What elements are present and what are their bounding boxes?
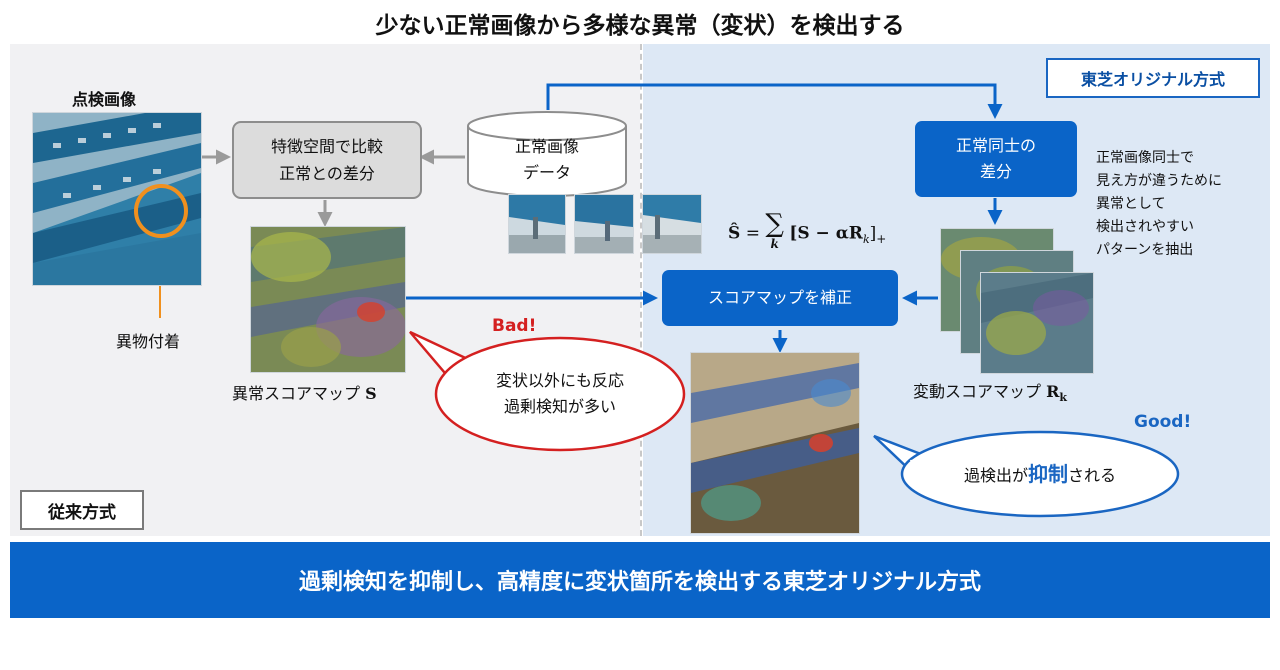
- normal-thumbnail: [508, 194, 566, 254]
- page-title: 少ない正常画像から多様な異常（変状）を検出する: [375, 13, 905, 39]
- database-label-line1: 正常画像: [514, 137, 579, 156]
- formula-sum: ∑: [765, 209, 784, 239]
- anomaly-map-caption: 異常スコアマップ S: [232, 380, 377, 404]
- formula-sum-index: k: [770, 237, 779, 251]
- panel-divider: [640, 44, 642, 536]
- normal-thumbnail: [574, 194, 634, 254]
- formula-lhs: Ŝ: [728, 223, 741, 244]
- bad-bubble-line2: 過剰検知が多い: [503, 397, 616, 416]
- pattern-note-line1: 正常画像同士で: [1096, 150, 1194, 166]
- pattern-note-line4: 検出されやすい: [1096, 219, 1194, 235]
- good-label: Good!: [1134, 412, 1192, 432]
- conventional-method-tag: 従来方式: [20, 490, 144, 530]
- blue-arrow-db-to-diff: [546, 83, 1003, 119]
- variation-map-subscript: k: [1059, 391, 1068, 405]
- anomaly-map-symbol: S: [365, 384, 377, 403]
- variation-map-symbol: R: [1046, 382, 1060, 401]
- good-bubble-pre: 過検出が: [963, 466, 1028, 485]
- good-bubble-post: される: [1068, 466, 1117, 485]
- anomaly-map-label: 異常スコアマップ: [232, 384, 361, 403]
- inspection-image: [32, 112, 202, 286]
- good-speech-bubble: [873, 430, 1180, 518]
- correction-formula: Ŝ = ∑ k [S − αRk]+: [728, 209, 887, 254]
- summary-banner: 過剰検知を抑制し、高精度に変状箇所を検出する東芝オリジナル方式: [10, 542, 1270, 618]
- corrected-score-map: [690, 352, 860, 534]
- variation-map-label: 変動スコアマップ: [913, 382, 1042, 401]
- pattern-note-line5: パターンを抽出: [1096, 242, 1194, 258]
- bad-label: Bad!: [492, 316, 537, 336]
- formula-eq: =: [745, 223, 760, 244]
- good-bubble-text: 過検出が抑制される: [925, 458, 1155, 487]
- foreign-object-highlight: [134, 184, 188, 238]
- formula-close: ]: [869, 223, 877, 244]
- correct-score-map-box: スコアマップを補正: [662, 270, 898, 326]
- bad-speech-bubble: [409, 330, 686, 452]
- foreign-object-label: 異物付着: [116, 332, 181, 351]
- normal-diff-line2: 差分: [979, 162, 1012, 181]
- feature-compare-line2: 正常との差分: [279, 164, 375, 183]
- database-label: 正常画像 データ: [466, 134, 628, 186]
- formula-body-subscript: k: [862, 232, 870, 246]
- normal-diff-box: 正常同士の 差分: [915, 121, 1077, 197]
- bad-bubble-line1: 変状以外にも反応: [495, 371, 624, 390]
- feature-compare-box: 特徴空間で比較 正常との差分: [232, 121, 422, 199]
- formula-plus: +: [876, 231, 887, 246]
- normal-image-database: [467, 111, 627, 197]
- pattern-note-line3: 異常として: [1096, 196, 1166, 212]
- feature-compare-line1: 特徴空間で比較: [270, 137, 383, 156]
- normal-diff-line1: 正常同士の: [955, 136, 1036, 155]
- bad-bubble-text: 変状以外にも反応 過剰検知が多い: [450, 368, 670, 420]
- inspection-image-label: 点検画像: [72, 90, 137, 109]
- good-bubble-emphasis: 抑制: [1028, 462, 1068, 486]
- toshiba-method-tag: 東芝オリジナル方式: [1046, 58, 1260, 98]
- formula-body: [S − αR: [789, 223, 863, 244]
- normal-thumbnail: [642, 194, 702, 254]
- pattern-note-line2: 見え方が違うために: [1096, 173, 1222, 189]
- anomaly-score-map: [250, 226, 406, 373]
- database-label-line2: データ: [522, 163, 571, 182]
- variation-map-caption: 変動スコアマップ Rk: [913, 378, 1067, 404]
- variation-map-stack-front: [980, 272, 1094, 374]
- pattern-note: 正常画像同士で 見え方が違うために 異常として 検出されやすい パターンを抽出: [1096, 147, 1222, 262]
